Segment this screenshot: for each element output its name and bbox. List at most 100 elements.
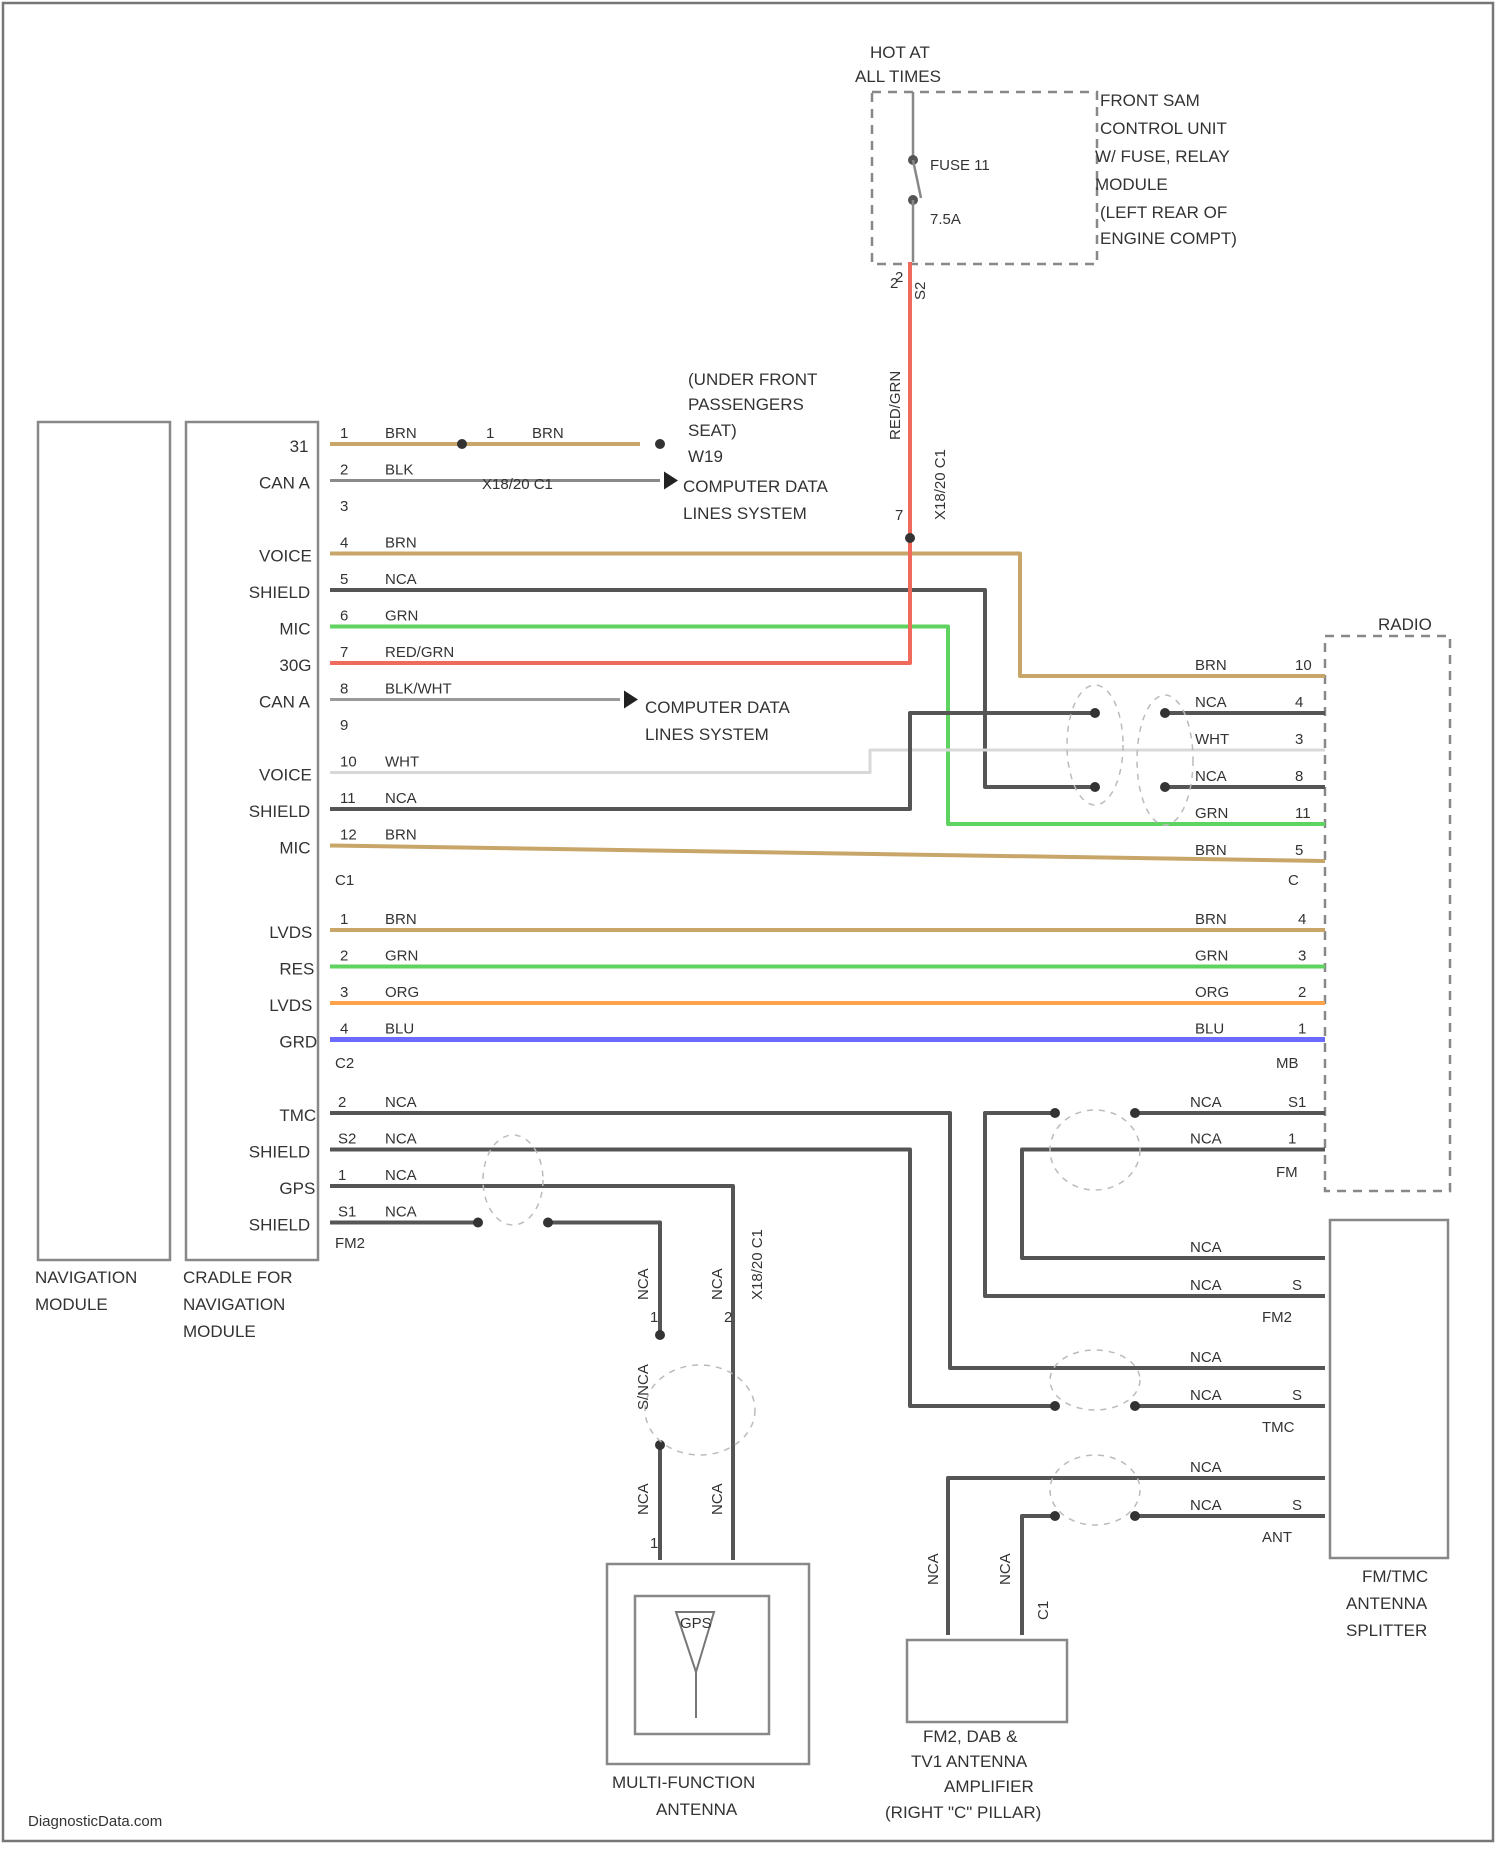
splice-ant-b	[1130, 1511, 1140, 1521]
splitter-pin-1: S	[1292, 1277, 1302, 1294]
splitter-label: FM/TMC ANTENNA SPLITTER	[1346, 1567, 1428, 1640]
c1-wire-color-11: NCA	[385, 790, 417, 807]
connector-splitter-ant: ANT	[1262, 1529, 1292, 1546]
fm2-pin-1: 1	[338, 1167, 346, 1184]
radio-fm-wire-color-1: NCA	[1190, 1131, 1222, 1148]
splice-fm-a	[1050, 1108, 1060, 1118]
fm2-wire-color-S2: NCA	[385, 1131, 417, 1148]
radio-c-pin-5: 5	[1295, 842, 1303, 859]
radio-c-pin-8: 8	[1295, 768, 1303, 785]
svg-text:ANTENNA: ANTENNA	[656, 1800, 738, 1819]
fuse-box-label-4: MODULE	[1095, 175, 1168, 194]
c2-wire-color-2: GRN	[385, 948, 418, 965]
wire-c1-pin12	[330, 846, 1325, 862]
mf1-bot-label: NCA	[635, 1483, 652, 1515]
splice-fm-b	[1130, 1108, 1140, 1118]
fuse-box-label-3: W/ FUSE, RELAY	[1095, 147, 1230, 166]
radio-c-pin-4: 4	[1295, 694, 1303, 711]
c1-pin-10: 10	[340, 754, 357, 771]
c1-wire-color-5: NCA	[385, 571, 417, 588]
c1-pin-3: 3	[340, 498, 348, 515]
svg-text:LINES SYSTEM: LINES SYSTEM	[645, 725, 769, 744]
c1-pin-2: 2	[340, 462, 348, 479]
radio-c-wire-color-3: WHT	[1195, 731, 1229, 748]
fuse-conn: S2	[912, 282, 929, 300]
svg-text:PASSENGERS: PASSENGERS	[688, 395, 804, 414]
splitter-wire-color-3: NCA	[1190, 1387, 1222, 1404]
mf2-bot-label: NCA	[709, 1483, 726, 1515]
splice-radio-pin8-b	[1160, 782, 1170, 792]
gps-antenna-icon: GPS	[676, 1612, 714, 1718]
c2-pin-2: 2	[340, 948, 348, 965]
c1-terminal-11: SHIELD	[249, 802, 310, 821]
c1-wire-color-8: BLK/WHT	[385, 681, 452, 698]
amplifier-label: FM2, DAB & TV1 ANTENNA AMPLIFIER (RIGHT …	[885, 1727, 1041, 1822]
c1-terminal-6: MIC	[279, 620, 310, 639]
amplifier-box	[907, 1640, 1067, 1722]
svg-text:(RIGHT "C" PILLAR): (RIGHT "C" PILLAR)	[885, 1803, 1041, 1822]
pin-label-layer: 131BRN2CAN ABLK34VOICEBRN5SHIELDNCA6MICG…	[249, 269, 1312, 1620]
x18-pin-1: 1	[486, 425, 494, 442]
radio-mb-wire-color-2: ORG	[1195, 984, 1229, 1001]
red-wire-label: RED/GRN	[887, 371, 904, 440]
radio-c-pin-11: 11	[1295, 805, 1311, 822]
c1-wire-color-7: RED/GRN	[385, 644, 454, 661]
multi-antenna-label: MULTI-FUNCTION ANTENNA	[612, 1773, 755, 1819]
connector-fm: FM	[1276, 1164, 1298, 1181]
connector-radio-c: C	[1288, 872, 1299, 889]
shield-oval-tmc	[1050, 1350, 1140, 1410]
fuse-box-outline	[872, 92, 1097, 264]
fuse-name: FUSE 11	[930, 157, 990, 174]
svg-text:FM/TMC: FM/TMC	[1362, 1567, 1428, 1586]
hot-label-1: HOT AT	[870, 43, 930, 62]
mf2-pin: 2	[724, 1309, 732, 1326]
splitter-pin-5: S	[1292, 1497, 1302, 1514]
splitter-pin-3: S	[1292, 1387, 1302, 1404]
svg-text:(UNDER FRONT: (UNDER FRONT	[688, 370, 817, 389]
svg-text:ANTENNA: ANTENNA	[1346, 1594, 1428, 1613]
fm2-terminal-1: GPS	[279, 1179, 315, 1198]
ground-w19	[655, 439, 665, 449]
splice-radio-pin4-a	[1090, 708, 1100, 718]
c1-wire-color-4: BRN	[385, 535, 417, 552]
svg-text:NAVIGATION: NAVIGATION	[35, 1268, 137, 1287]
radio-c-wire-color-8: NCA	[1195, 768, 1227, 785]
svg-text:COMPUTER DATA: COMPUTER DATA	[645, 698, 790, 717]
radio-mb-wire-color-3: GRN	[1195, 948, 1228, 965]
fuse-box-label-1: FRONT SAM	[1100, 91, 1200, 110]
fm2-wire-color-1: NCA	[385, 1167, 417, 1184]
svg-text:MODULE: MODULE	[183, 1322, 256, 1341]
wire-radio-fm-s1	[985, 1113, 1325, 1296]
splitter-wire-color-1: NCA	[1190, 1277, 1222, 1294]
radio-mb-pin-1: 1	[1298, 1021, 1306, 1038]
fm2-terminal-S1: SHIELD	[249, 1216, 310, 1235]
c2-wire-color-3: ORG	[385, 984, 419, 1001]
connector-mb: MB	[1276, 1055, 1299, 1072]
c1-pin-12: 12	[340, 827, 357, 844]
c1-wire-color-6: GRN	[385, 608, 418, 625]
mf1-shield-label: S/NCA	[635, 1364, 652, 1410]
connector-c2: C2	[335, 1055, 354, 1072]
radio-fm-pin-1: 1	[1288, 1131, 1296, 1148]
connector-x18-top: X18/20 C1	[482, 476, 553, 493]
mf-connector-label: X18/20 C1	[749, 1229, 766, 1300]
c2-terminal-1: LVDS	[269, 923, 312, 942]
c1-pin-1: 1	[340, 425, 348, 442]
mf1-pin: 1	[650, 1309, 658, 1326]
c1-terminal-5: SHIELD	[249, 583, 310, 602]
radio-c-wire-color-11: GRN	[1195, 805, 1228, 822]
wire-c1-pin4	[330, 554, 1325, 677]
wire-c1-pin7	[330, 262, 910, 663]
fm2-wire-color-S1: NCA	[385, 1204, 417, 1221]
amp-connector-label: C1	[1035, 1601, 1052, 1620]
mf2-top-label: NCA	[709, 1268, 726, 1300]
splice-gps-b	[543, 1218, 553, 1228]
c2-terminal-4: GRD	[279, 1033, 317, 1052]
c1-wire-color-10: WHT	[385, 754, 419, 771]
fm2-pin-S1: S1	[338, 1204, 356, 1221]
mf1-pin-b: 1	[650, 1535, 658, 1552]
fuse-box-label-2: CONTROL UNIT	[1100, 119, 1227, 138]
splice-tmc-a	[1050, 1401, 1060, 1411]
radio-mb-wire-color-4: BRN	[1195, 911, 1227, 928]
